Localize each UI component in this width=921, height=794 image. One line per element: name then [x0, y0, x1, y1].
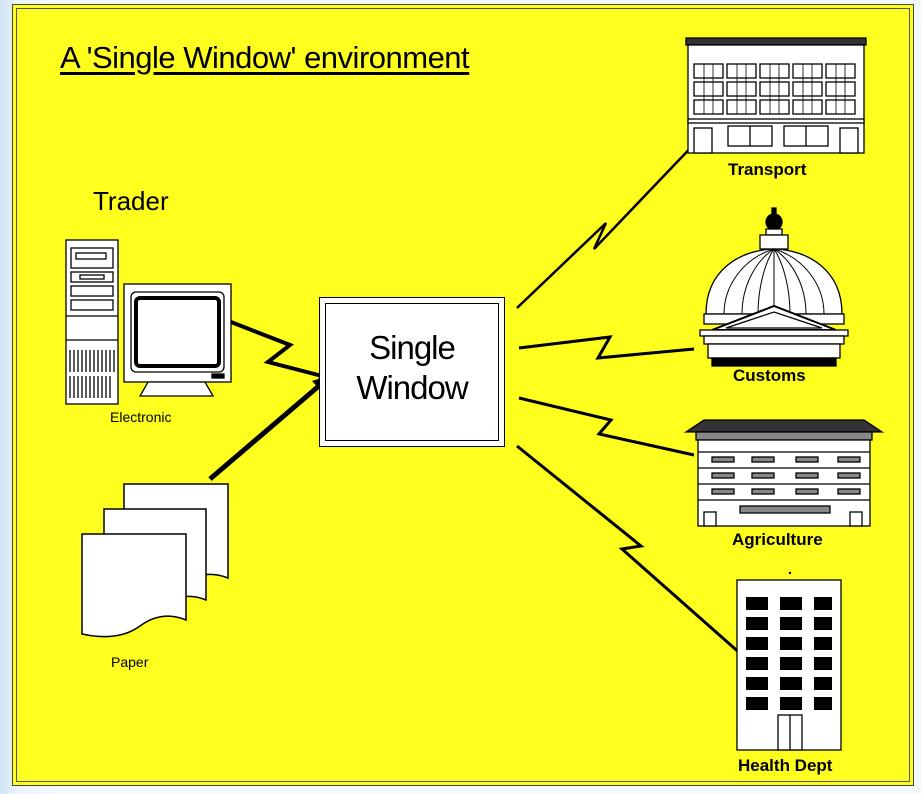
- connector-customs: [518, 335, 695, 360]
- transport-label: Transport: [728, 160, 807, 179]
- agriculture-label: Agriculture: [732, 530, 823, 549]
- connector-transport: [516, 137, 701, 309]
- computer-icon: [65, 239, 232, 405]
- paper-stack-icon: [81, 483, 229, 638]
- single-window-label: Single Window: [356, 329, 468, 406]
- panel-border: [16, 8, 910, 782]
- diagram-title: A 'Single Window' environment: [60, 40, 470, 75]
- connector-health: [516, 444, 743, 657]
- single-window-box: Single Window: [319, 297, 505, 447]
- connector-paper: [208, 374, 334, 481]
- health-dept-building-icon: [736, 571, 842, 751]
- agriculture-building-icon: [683, 419, 885, 527]
- transport-building-icon: [685, 37, 867, 154]
- trader-label: Trader: [93, 186, 169, 216]
- paper-label: Paper: [111, 654, 149, 670]
- electronic-label: Electronic: [110, 409, 172, 425]
- customs-dome-icon: [699, 207, 849, 367]
- connector-agriculture: [518, 396, 695, 457]
- single-window-inner-border: [325, 303, 499, 441]
- customs-label: Customs: [733, 366, 806, 385]
- health-dept-label: Health Dept: [738, 756, 833, 775]
